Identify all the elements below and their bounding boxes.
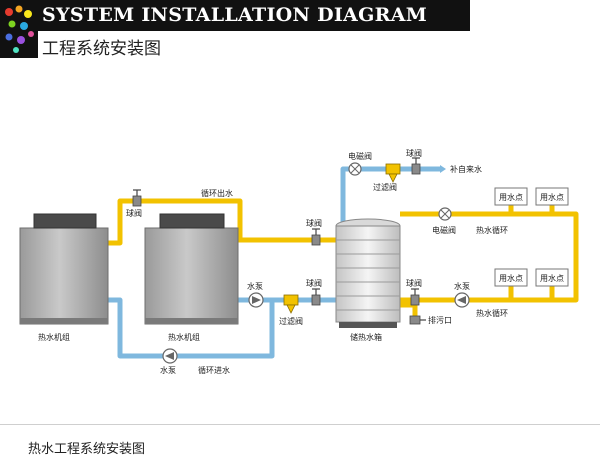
label-ball-valve-tank-inlet: 球阀: [306, 218, 322, 228]
label-water-pump-inlet: 水泵: [160, 365, 176, 375]
storage-tank: [335, 218, 401, 328]
makeup-arrow-icon: [440, 165, 446, 173]
water-point-3: [494, 268, 528, 287]
label-water-point-2: 用水点: [540, 192, 564, 202]
water-point-4: [535, 268, 569, 287]
water-pump-loop: [454, 292, 470, 308]
label-filter-valve-makeup: 过滤阀: [373, 182, 397, 192]
water-point-2: [535, 187, 569, 206]
water-pump-inlet: [162, 348, 178, 364]
label-filter-valve-return: 过滤阀: [279, 316, 303, 326]
label-water-point-4: 用水点: [540, 273, 564, 283]
water-pump-return: [248, 292, 264, 308]
ball-valve-tank-inlet: [311, 228, 321, 246]
cold-pipe-unit1-return: [108, 297, 336, 359]
label-water-pump-loop: 水泵: [454, 281, 470, 291]
ball-valve-makeup: [411, 157, 421, 175]
label-water-point-3: 用水点: [499, 273, 523, 283]
brand-logo: [0, 0, 38, 58]
label-hot-water-circulation-top: 热水循环: [476, 225, 508, 235]
header-title: SYSTEM INSTALLATION DIAGRAM: [42, 4, 428, 26]
label-circulation-inlet: 循环进水: [198, 365, 230, 375]
label-ball-valve-makeup: 球阀: [406, 148, 422, 158]
header-band: [0, 0, 470, 31]
label-unit-1: 热水机组: [38, 332, 70, 342]
solenoid-valve-loop: [438, 207, 452, 221]
solenoid-valve-makeup: [348, 162, 362, 176]
filter-valve-makeup: [385, 163, 401, 183]
label-ball-valve-tank-return: 球阀: [306, 278, 322, 288]
label-water-point-1: 用水点: [499, 192, 523, 202]
hot-pipe-outlet: [108, 198, 336, 246]
page-header: SYSTEM INSTALLATION DIAGRAM 工程系统安装图: [0, 0, 600, 59]
header-subtitle: 工程系统安装图: [42, 39, 161, 59]
label-drain-outlet: 排污口: [428, 315, 452, 325]
label-makeup-water: 补自来水: [450, 164, 482, 174]
ball-valve-hot-outlet: [132, 189, 142, 207]
label-storage-tank: 储热水箱: [350, 332, 382, 342]
label-solenoid-valve-loop: 电磁阀: [432, 225, 456, 235]
label-solenoid-valve-makeup: 电磁阀: [348, 151, 372, 161]
label-hot-water-circulation-bottom: 热水循环: [476, 308, 508, 318]
water-point-1: [494, 187, 528, 206]
ball-valve-drain: [409, 315, 426, 325]
label-ball-valve-hot: 球阀: [126, 208, 142, 218]
hot-pipe-loop-supply: [400, 211, 579, 303]
ball-valve-loop-return: [410, 288, 420, 306]
footer-divider: [0, 424, 600, 425]
label-water-pump-return: 水泵: [247, 281, 263, 291]
heat-pump-unit-1: [19, 213, 109, 325]
label-unit-2: 热水机组: [168, 332, 200, 342]
cold-pipe-makeup: [340, 166, 440, 222]
installation-diagram: 热水机组 热水机组 储热水箱 球阀 循环出水 球阀 球阀 水泵 过滤阀 水泵 循…: [19, 148, 579, 375]
footer-caption: 热水工程系统安装图: [28, 442, 146, 457]
heat-pump-unit-2: [144, 213, 239, 325]
label-circulation-outlet: 循环出水: [201, 188, 233, 198]
ball-valve-tank-return: [311, 288, 321, 306]
filter-valve-return: [283, 294, 299, 314]
label-ball-valve-loop-return: 球阀: [406, 278, 422, 288]
